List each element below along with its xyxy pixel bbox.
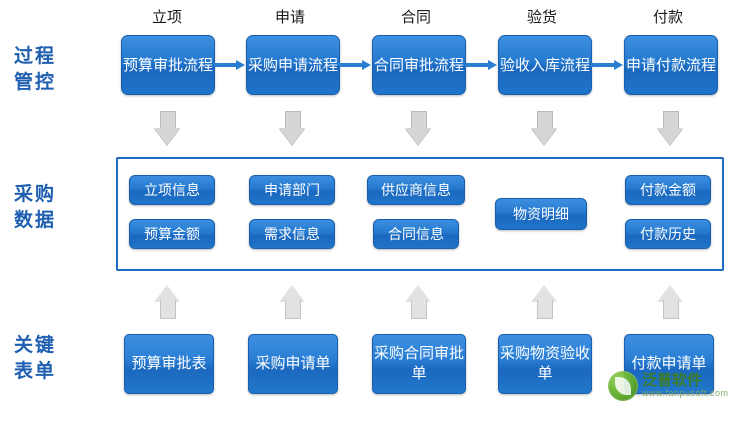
up-arrow-3 bbox=[405, 285, 431, 319]
down-arrow-1 bbox=[154, 111, 180, 145]
row-label-forms-line2: 表单 bbox=[14, 361, 57, 382]
flow-arrow-right-4 bbox=[591, 60, 623, 70]
form-box-3[interactable]: 采购合同审批单 bbox=[372, 334, 466, 394]
form-box-5[interactable]: 付款申请单 bbox=[624, 334, 714, 394]
data-box-supplier-info[interactable]: 供应商信息 bbox=[367, 175, 465, 205]
column-header-3: 合同 bbox=[400, 9, 431, 26]
column-header-4: 验货 bbox=[526, 9, 557, 26]
up-arrow-4 bbox=[531, 285, 557, 319]
form-box-1[interactable]: 预算审批表 bbox=[124, 334, 214, 394]
down-arrow-4 bbox=[531, 111, 557, 145]
process-box-1[interactable]: 预算审批流程 bbox=[121, 35, 215, 95]
row-label-data-line2: 数据 bbox=[14, 210, 57, 231]
process-box-3[interactable]: 合同审批流程 bbox=[372, 35, 466, 95]
process-box-5[interactable]: 申请付款流程 bbox=[624, 35, 718, 95]
data-box-contract-info[interactable]: 合同信息 bbox=[373, 219, 459, 249]
fanpu-logo: 泛普软件 www.fanpusoft.com bbox=[608, 371, 729, 401]
up-arrow-5 bbox=[657, 285, 683, 319]
row-label-process: 过程 管控 bbox=[14, 44, 56, 96]
data-box-demand-info[interactable]: 需求信息 bbox=[249, 219, 335, 249]
data-box-apply-dept[interactable]: 申请部门 bbox=[249, 175, 335, 205]
data-box-budget-amount[interactable]: 预算金额 bbox=[129, 219, 215, 249]
up-arrow-1 bbox=[154, 285, 180, 319]
data-box-payment-history[interactable]: 付款历史 bbox=[625, 219, 711, 249]
data-box-liding-info[interactable]: 立项信息 bbox=[129, 175, 215, 205]
up-arrow-2 bbox=[279, 285, 305, 319]
row-label-forms: 关键 表单 bbox=[14, 333, 56, 385]
row-label-process-line2: 管控 bbox=[14, 72, 57, 93]
logo-title: 泛普软件 bbox=[642, 371, 703, 389]
leaf-icon bbox=[608, 371, 638, 401]
data-box-payment-amount[interactable]: 付款金额 bbox=[625, 175, 711, 205]
row-label-data: 采购 数据 bbox=[14, 182, 56, 234]
logo-subtitle: www.fanpusoft.com bbox=[642, 388, 729, 399]
row-label-data-line1: 采购 bbox=[14, 184, 57, 205]
row-label-process-line1: 过程 bbox=[14, 46, 57, 67]
down-arrow-3 bbox=[405, 111, 431, 145]
down-arrow-2 bbox=[279, 111, 305, 145]
flow-arrow-right-2 bbox=[339, 60, 371, 70]
down-arrow-5 bbox=[657, 111, 683, 145]
form-box-4[interactable]: 采购物资验收单 bbox=[498, 334, 592, 394]
column-header-1: 立项 bbox=[151, 9, 182, 26]
flow-arrow-right-3 bbox=[465, 60, 497, 70]
row-label-forms-line1: 关键 bbox=[14, 335, 57, 356]
flow-arrow-right-1 bbox=[214, 60, 245, 70]
data-box-material-detail[interactable]: 物资明细 bbox=[495, 198, 587, 230]
form-box-2[interactable]: 采购申请单 bbox=[248, 334, 338, 394]
column-header-5: 付款 bbox=[652, 9, 683, 26]
process-box-4[interactable]: 验收入库流程 bbox=[498, 35, 592, 95]
process-box-2[interactable]: 采购申请流程 bbox=[246, 35, 340, 95]
column-header-2: 申请 bbox=[274, 9, 305, 26]
